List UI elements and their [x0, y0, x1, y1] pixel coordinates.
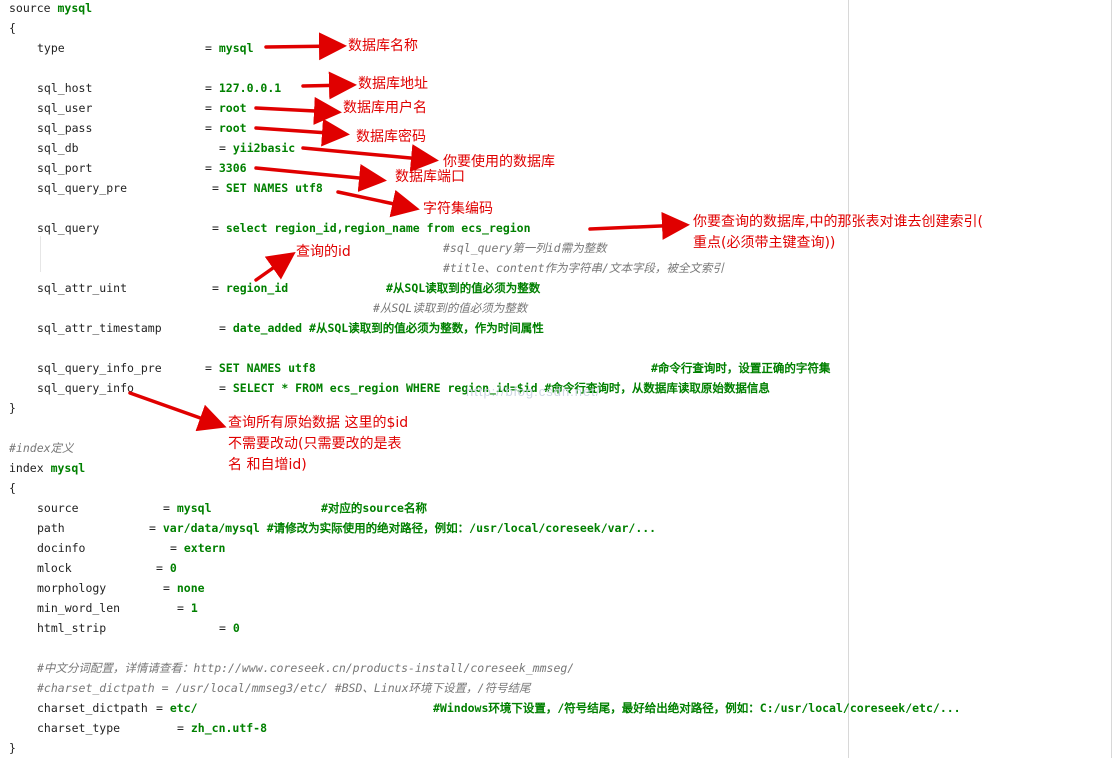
code-line-docinfo: docinfo — [37, 541, 86, 555]
editor-right-edge — [1111, 0, 1112, 758]
arrow-db-name — [264, 32, 347, 61]
code-line-sql-db-value: = yii2basic — [219, 141, 296, 155]
annotation-query-info-line3: 名 和自增id) — [228, 457, 307, 473]
code-comment-mmseg: #中文分词配置，详情请查看：http://www.coreseek.cn/pro… — [37, 661, 575, 675]
code-line-sql-query-pre: sql_query_pre — [37, 181, 128, 195]
code-line-sql-query: sql_query — [37, 221, 100, 235]
code-line-sql-host-value: = 127.0.0.1 — [205, 81, 282, 95]
code-line-index-close-brace: } — [9, 741, 16, 755]
code-line-sql-pass: sql_pass — [37, 121, 93, 135]
code-comment-sql-query-first-col: #sql_query第一列id需为整数 — [443, 241, 607, 255]
code-line-sql-host: sql_host — [37, 81, 93, 95]
code-line-docinfo-value: = extern — [170, 541, 226, 555]
code-comment-index-def: #index定义 — [9, 441, 74, 455]
code-line-path: path — [37, 521, 65, 535]
indent-guide — [40, 236, 41, 272]
arrow-db-port — [254, 164, 387, 192]
code-line-min-word-len: min_word_len — [37, 601, 121, 615]
code-line-sql-attr-timestamp-value: = date_added #从SQL读取到的值必须为整数，作为时间属性 — [219, 321, 544, 335]
code-line-sql-db: sql_db — [37, 141, 79, 155]
arrow-db-user — [254, 96, 342, 125]
code-line-sql-pass-value: = root — [205, 121, 247, 135]
annotation-query-info-line1: 查询所有原始数据 这里的$id — [228, 415, 409, 431]
code-line-path-value: = var/data/mysql #请修改为实际使用的绝对路径，例如：/usr/… — [149, 521, 657, 535]
code-line-sql-query-info: sql_query_info — [37, 381, 134, 395]
code-line-sql-attr-uint-value: = region_id — [212, 281, 289, 295]
code-line-index-header: index mysql — [9, 461, 86, 475]
annotation-db-use: 你要使用的数据库 — [443, 154, 555, 170]
code-line-sql-user: sql_user — [37, 101, 93, 115]
annotation-db-pass: 数据库密码 — [356, 129, 426, 145]
code-comment-title-content: #title、content作为字符串/文本字段，被全文索引 — [443, 261, 724, 275]
annotation-db-port: 数据库端口 — [395, 169, 465, 185]
code-line-index-source-value: = mysql — [163, 501, 212, 515]
code-line-sql-query-info-pre: sql_query_info_pre — [37, 361, 162, 375]
arrow-charset — [336, 189, 420, 218]
arrow-query-info — [128, 391, 227, 432]
annotation-query-id: 查询的id — [296, 244, 351, 260]
code-line-charset-dictpath-value: = etc/ — [156, 701, 198, 715]
code-line-index-source: source — [37, 501, 79, 515]
code-line-mlock-value: = 0 — [156, 561, 177, 575]
code-line-charset-type: charset_type — [37, 721, 121, 735]
arrow-query-id — [254, 251, 296, 282]
annotation-db-host: 数据库地址 — [358, 76, 428, 92]
code-line-sql-attr-uint: sql_attr_uint — [37, 281, 128, 295]
annotation-db-user: 数据库用户名 — [343, 100, 427, 116]
code-comment-index-source: #对应的source名称 — [321, 501, 427, 515]
arrow-table — [588, 211, 690, 240]
code-line-morphology-value: = none — [163, 581, 205, 595]
code-line-charset-dictpath: charset_dictpath — [37, 701, 148, 715]
code-line-sql-query-info-value: = SELECT * FROM ecs_region WHERE region_… — [219, 381, 770, 395]
code-comment-integer: #从SQL读取到的值必须为整数 — [373, 301, 528, 315]
watermark: http://blog.csdn.net/ — [466, 384, 601, 399]
code-line-sql-attr-timestamp: sql_attr_timestamp — [37, 321, 162, 335]
arrow-db-pass — [254, 118, 350, 147]
code-line-sql-query-info-pre-value: = SET NAMES utf8 — [205, 361, 316, 375]
code-comment-charset-dictpath: #charset_dictpath = /usr/local/mmseg3/et… — [37, 681, 531, 695]
annotation-db-name: 数据库名称 — [348, 38, 418, 54]
annotation-table-line2: 重点(必须带主键查询)) — [693, 235, 836, 251]
code-line-min-word-len-value: = 1 — [177, 601, 198, 615]
code-comment-charset-dictpath-windows: #Windows环境下设置，/符号结尾，最好给出绝对路径，例如：C:/usr/l… — [433, 701, 961, 715]
code-line-type-value: = mysql — [205, 41, 254, 55]
code-line-mlock: mlock — [37, 561, 72, 575]
code-line-sql-query-value: = select region_id,region_name from ecs_… — [212, 221, 531, 235]
code-line-html-strip-value: = 0 — [219, 621, 240, 635]
code-comment-sql-query-info-pre: #命令行查询时，设置正确的字符集 — [651, 361, 831, 375]
code-line-index-open-brace: { — [9, 481, 16, 495]
code-line-sql-user-value: = root — [205, 101, 247, 115]
annotation-query-info-line2: 不需要改动(只需要改的是表 — [228, 436, 402, 452]
code-line-html-strip: html_strip — [37, 621, 107, 635]
code-line-morphology: morphology — [37, 581, 107, 595]
arrow-db-use — [301, 144, 439, 172]
code-comment-sql-attr-uint: #从SQL读取到的值必须为整数 — [386, 281, 541, 295]
annotation-table-line1: 你要查询的数据库,中的那张表对谁去创建索引( — [693, 214, 983, 230]
arrow-db-host — [301, 71, 357, 100]
annotation-charset: 字符集编码 — [423, 201, 493, 217]
code-line-type: type — [37, 41, 65, 55]
code-line-open-brace: { — [9, 21, 16, 35]
editor-divider — [848, 0, 849, 758]
code-line-sql-port-value: = 3306 — [205, 161, 247, 175]
code-line-close-brace: } — [9, 401, 16, 415]
code-line-sql-query-pre-value: = SET NAMES utf8 — [212, 181, 323, 195]
code-line-charset-type-value: = zh_cn.utf-8 — [177, 721, 268, 735]
code-line-source-header: source mysql — [9, 1, 93, 15]
code-line-sql-port: sql_port — [37, 161, 93, 175]
